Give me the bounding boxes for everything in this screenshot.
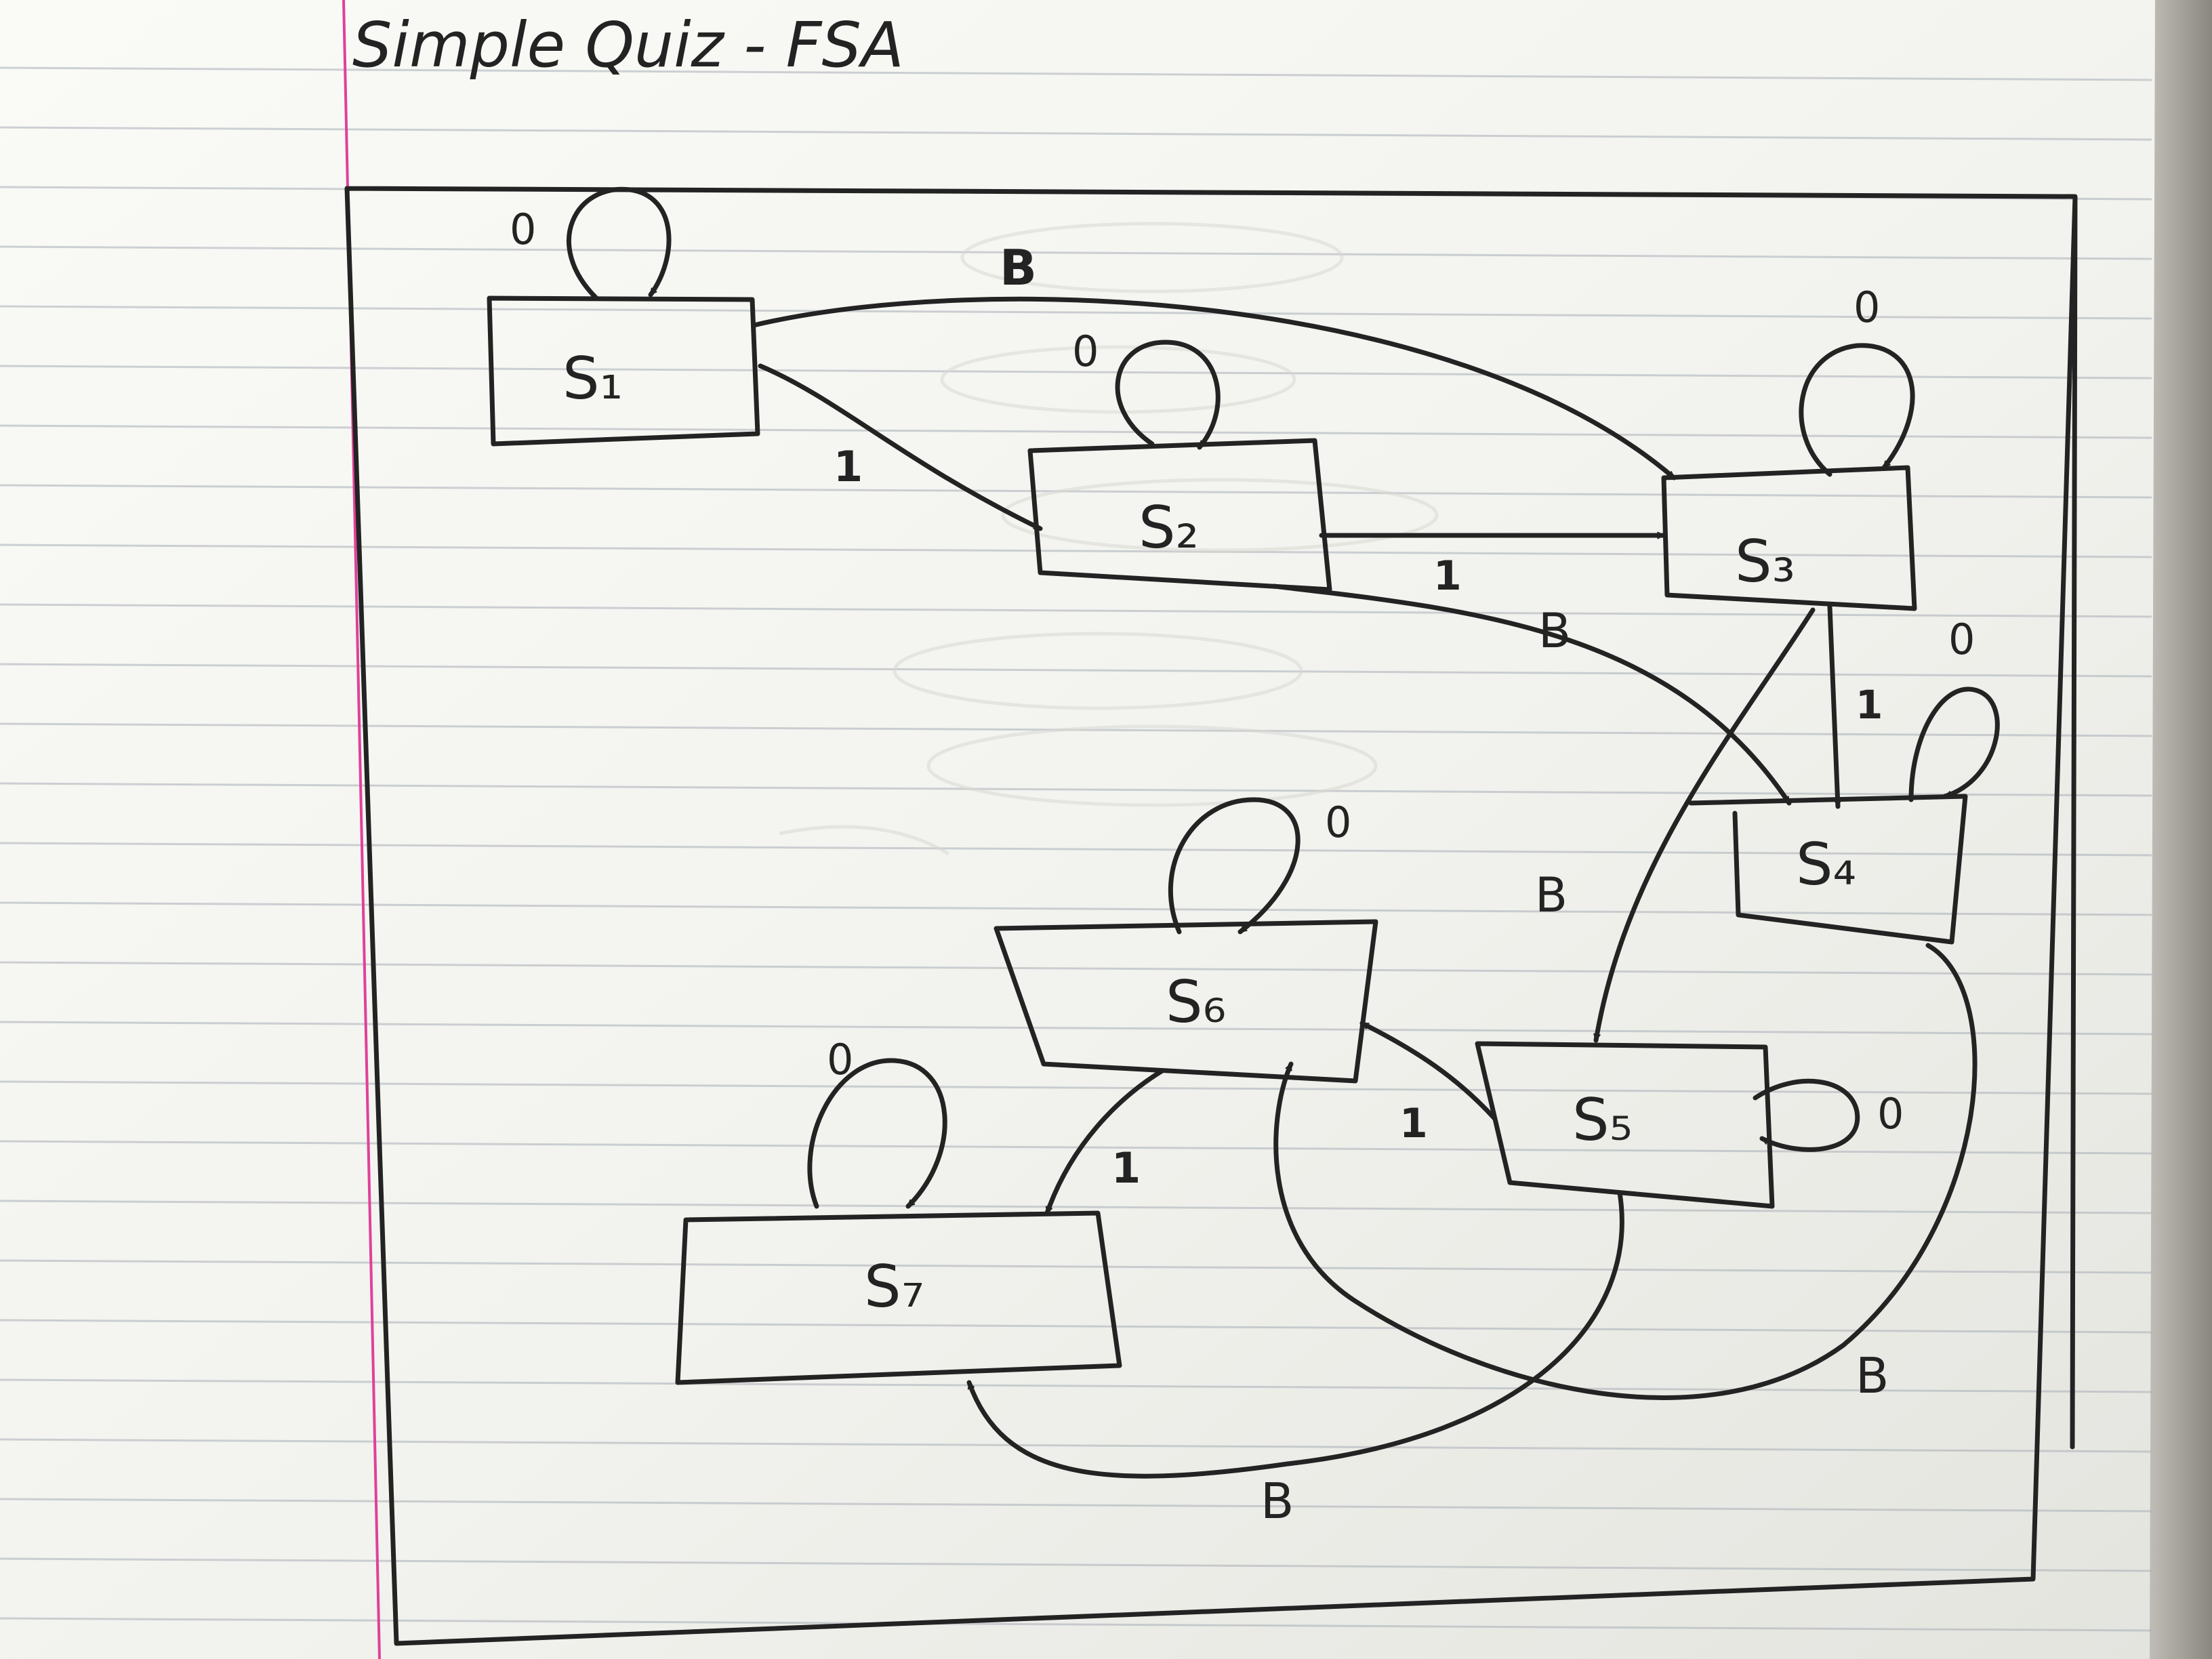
ruled-line xyxy=(0,782,2152,797)
transition-labels: 0 1 B 0 1 B 0 1 B 0 B 0 1 B 0 1 0 xyxy=(510,205,1975,1530)
ruled-line xyxy=(0,901,2152,916)
label-s3-s5: B xyxy=(1535,867,1568,923)
transition-s1-s1 xyxy=(567,186,672,301)
state-s5: S₅ xyxy=(1475,1041,1775,1209)
state-s4: S₄ xyxy=(1688,794,1968,945)
label-s2-s2: 0 xyxy=(1072,327,1099,376)
label-s7-s7: 0 xyxy=(827,1035,853,1084)
ruled-line xyxy=(0,1557,2152,1572)
state-s3: S₃ xyxy=(1661,465,1917,611)
label-s6-s6: 0 xyxy=(1325,798,1351,847)
ruled-line xyxy=(0,603,2152,618)
transition-s3-s4 xyxy=(1827,604,1841,809)
label-s1-s2: 1 xyxy=(834,442,863,491)
label-s4-s6: B xyxy=(1856,1347,1889,1404)
transition-s6-s7 xyxy=(1044,1068,1165,1216)
state-s2-label: S₂ xyxy=(1139,494,1199,562)
ruled-line xyxy=(0,1617,2152,1632)
state-s3-label: S₃ xyxy=(1735,528,1795,596)
transition-s1-s2 xyxy=(758,363,1043,531)
label-s3-s4: 1 xyxy=(1856,682,1883,728)
ruled-line xyxy=(0,1498,2152,1513)
state-s7: S₇ xyxy=(675,1210,1122,1385)
ruled-line xyxy=(0,961,2152,976)
label-s4-s4: 0 xyxy=(1948,615,1975,664)
notebook-page xyxy=(0,0,2155,1659)
transition-arrows xyxy=(567,186,2000,1479)
transition-s1-s3 xyxy=(751,296,1677,480)
state-s4-label: S₄ xyxy=(1796,831,1856,899)
ruled-line xyxy=(0,365,2152,380)
ruled-line xyxy=(0,1438,2152,1453)
ruled-line xyxy=(0,842,2152,857)
label-s1-s3: B xyxy=(1000,239,1037,296)
ruled-line xyxy=(0,305,2152,320)
ruled-line xyxy=(0,1200,2152,1214)
bleed-through-decoration xyxy=(779,222,1439,856)
ruled-line xyxy=(0,1080,2152,1095)
state-s6: S₆ xyxy=(994,919,1378,1084)
label-s5-s7: B xyxy=(1261,1473,1294,1530)
label-s1-s1: 0 xyxy=(510,205,536,254)
ruled-line xyxy=(0,424,2152,439)
states: S₁ S₂ S₃ S₄ S₅ S₆ S₇ xyxy=(487,295,1968,1385)
state-s2: S₂ xyxy=(1027,438,1332,592)
state-s7-label: S₇ xyxy=(864,1253,924,1321)
state-s1: S₁ xyxy=(487,295,760,447)
transition-s6-s6 xyxy=(1168,797,1300,935)
label-s3-s3: 0 xyxy=(1853,283,1880,332)
label-s2-s3: 1 xyxy=(1433,552,1462,600)
ruled-line xyxy=(0,1140,2152,1155)
transition-s5-s5 xyxy=(1753,1078,1860,1152)
transition-s2-s2 xyxy=(1115,340,1221,450)
ruled-line xyxy=(0,126,2152,141)
label-s5-s6: 1 xyxy=(1399,1100,1428,1147)
transition-s4-s4 xyxy=(1908,687,2000,802)
page-title: Simple Quiz - FSA xyxy=(352,9,904,81)
state-s5-label: S₅ xyxy=(1572,1086,1633,1154)
transition-s5-s6 xyxy=(1359,1021,1497,1121)
transition-s2-s4 xyxy=(1271,583,1792,806)
diagram-frame xyxy=(344,186,2078,1646)
state-s6-label: S₆ xyxy=(1166,968,1226,1036)
ruled-line xyxy=(0,1259,2152,1274)
label-s6-s7: 1 xyxy=(1111,1143,1141,1193)
ruled-line xyxy=(0,66,2152,81)
transition-s3-s3 xyxy=(1799,343,1915,477)
label-s2-s4: B xyxy=(1538,603,1571,659)
transition-s5-s7 xyxy=(966,1190,1624,1479)
transition-s3-s5 xyxy=(1593,607,1816,1043)
label-s5-s5: 0 xyxy=(1877,1089,1904,1139)
ruled-line xyxy=(0,1021,2152,1036)
transition-s7-s7 xyxy=(807,1058,947,1209)
ruled-line xyxy=(0,1319,2152,1334)
ruled-line xyxy=(0,1378,2152,1393)
transition-s4-s6 xyxy=(1273,943,1978,1400)
state-s1-label: S₁ xyxy=(562,345,623,413)
ruled-line xyxy=(0,245,2152,260)
